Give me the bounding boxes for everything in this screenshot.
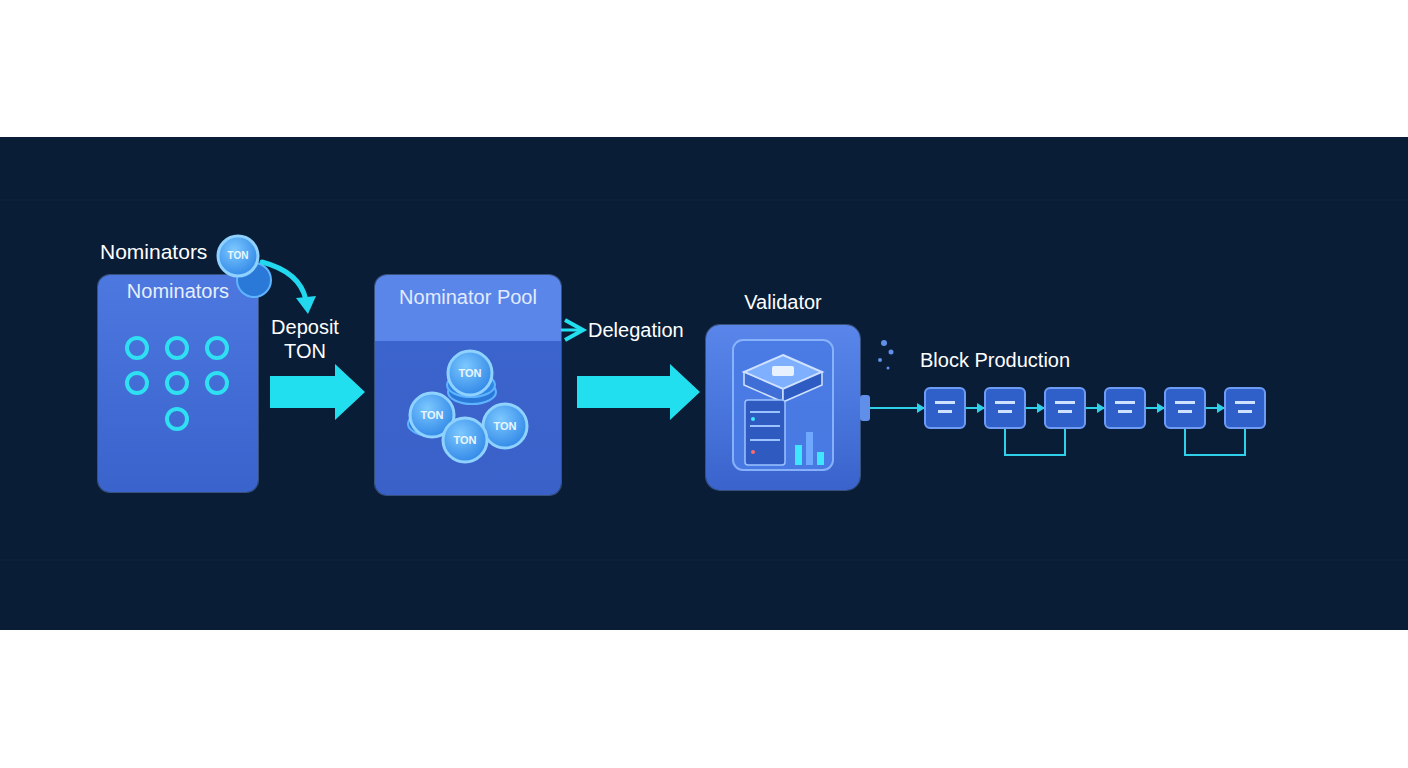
block-icons (985, 388, 1025, 428)
chain-line (1085, 407, 1105, 409)
block-icons (1165, 388, 1205, 428)
block-marks (995, 401, 1015, 404)
chain-arrowheads (1097, 403, 1105, 413)
chain-arrowheads (1217, 403, 1225, 413)
chain-arrowheads (917, 403, 1225, 413)
chain-line (870, 408, 1245, 455)
block-marks (938, 410, 952, 413)
box-title: Nominator Pool (398, 285, 538, 310)
faint-grid (0, 200, 1408, 201)
flow-arrow (270, 364, 365, 420)
chain-arrowheads (1037, 403, 1045, 413)
ton-coin (218, 236, 258, 276)
block-marks (1175, 401, 1195, 404)
edge-label: Deposit TON (265, 315, 345, 363)
block-icons (925, 388, 965, 428)
chain-arrowheads (977, 403, 985, 413)
block-marks (1238, 410, 1252, 413)
block-icons (1045, 388, 1085, 428)
block-icons (1105, 388, 1145, 428)
chain-arrowheads (917, 403, 925, 413)
block-marks (1118, 410, 1132, 413)
chain-line (965, 407, 985, 409)
block-marks (1058, 410, 1072, 413)
coin-label: TON (412, 408, 452, 422)
validator-box: Validator (706, 325, 860, 490)
block-marks (1055, 401, 1075, 404)
block-icons (925, 388, 1265, 428)
outside-heading: Nominators (100, 239, 300, 264)
block-marks (1235, 401, 1255, 404)
particles (881, 340, 887, 346)
coin-label: TON (445, 433, 485, 447)
chain-line (1025, 407, 1045, 409)
chevron-mark (561, 329, 581, 332)
block-marks (1115, 401, 1135, 404)
chain-line (1145, 407, 1165, 409)
coin-label: TON (485, 419, 525, 433)
chain-line (870, 407, 925, 409)
curved-arrow (262, 262, 316, 314)
stage-label: Block Production (920, 348, 1140, 373)
block-marks (1178, 410, 1192, 413)
curved-arrow (262, 262, 306, 300)
box-title: Validator (686, 290, 880, 315)
block-icons (1225, 388, 1265, 428)
edge-label: Delegation (588, 318, 718, 342)
curved-arrow (296, 296, 316, 314)
faint-grid (0, 200, 1408, 560)
particles (860, 340, 894, 421)
chain-line (1185, 428, 1245, 455)
block-marks (998, 410, 1012, 413)
particles (887, 367, 890, 370)
coin-label: TON (218, 249, 258, 263)
arrow-shape (270, 364, 365, 420)
arrow-shape (577, 364, 700, 420)
box-title: Nominators (98, 279, 258, 304)
chain-arrowheads (1157, 403, 1165, 413)
pool-box: Nominator Pool (375, 275, 561, 495)
block-marks (935, 401, 1255, 413)
particles (860, 395, 870, 421)
block-marks (935, 401, 955, 404)
faint-grid (0, 560, 1408, 561)
group-box: NominatorsNominators (98, 275, 258, 492)
coin-label: TON (450, 366, 490, 380)
particles (889, 350, 894, 355)
chain-line (1205, 407, 1225, 409)
particles (878, 358, 882, 362)
chevron-mark (565, 320, 583, 340)
chain-line (1005, 428, 1065, 455)
